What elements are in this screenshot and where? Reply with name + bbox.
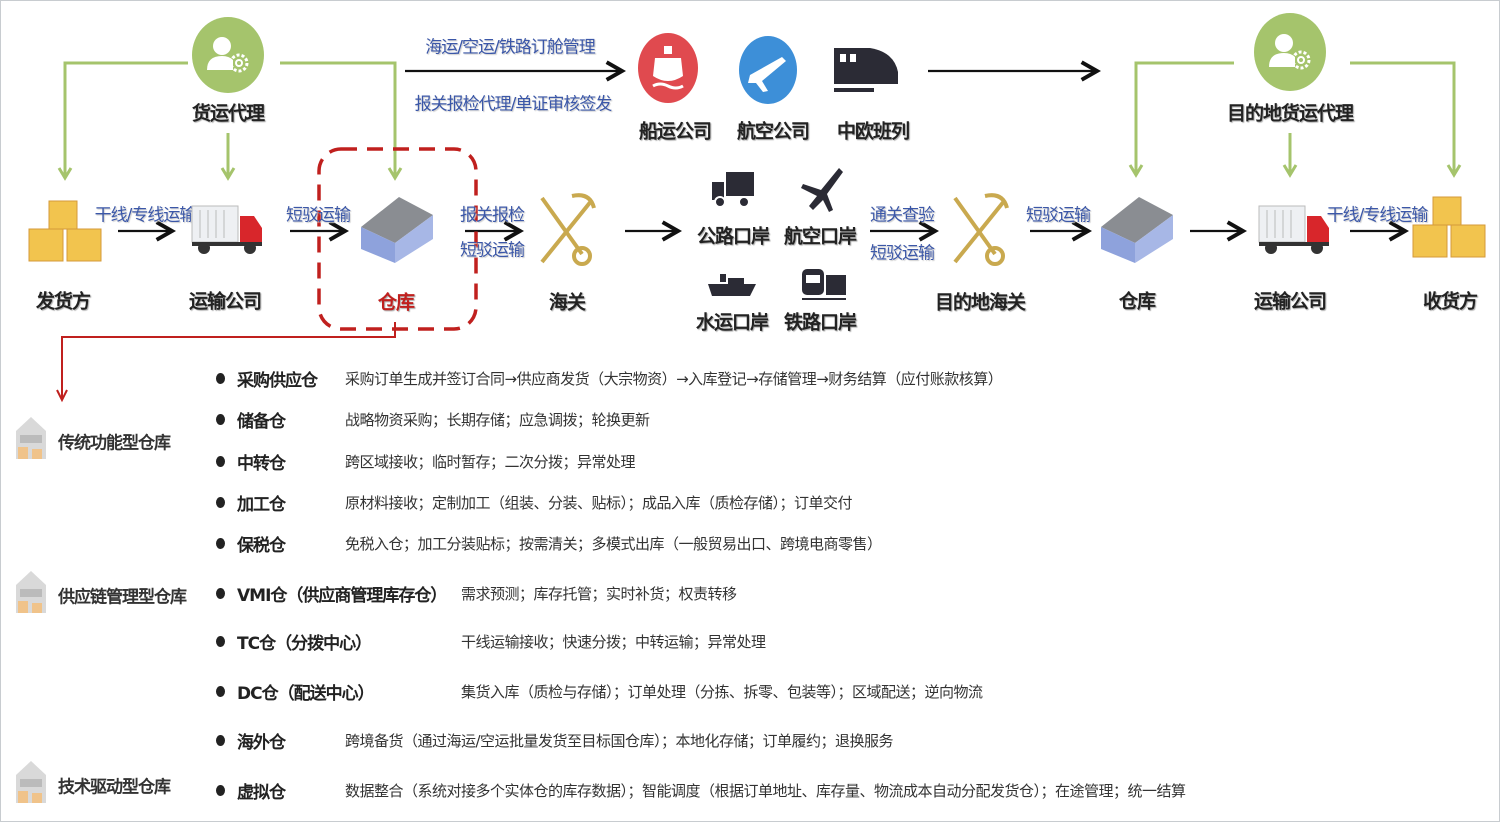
- warehouse-type-desc: 需求预测；库存托管；实时补货；权责转移: [461, 585, 737, 603]
- bullet-icon: [216, 686, 225, 697]
- airline-company-icon: [739, 36, 797, 104]
- short-transport-label-4: 短驳运输: [1026, 205, 1091, 226]
- short-transport-label-2: 短驳运输: [460, 240, 525, 261]
- flow-arrows: [118, 60, 1409, 242]
- port-label-rail: 铁路口岸: [783, 311, 857, 334]
- air-port-icon: [801, 168, 843, 212]
- warehouse-type-desc: 跨境备货（通过海运/空运批量发货至目标国仓库）；本地化存储；订单履约；退换服务: [345, 732, 894, 750]
- short-transport-label-1: 短驳运输: [286, 205, 351, 226]
- trunk-transport-label-1: 干线/专线运输: [94, 205, 197, 226]
- warehouse-list-item: 海外仓 跨境备货（通过海运/空运批量发货至目标国仓库）；本地化存储；订单履约；退换…: [0, 725, 1300, 755]
- warehouse-icon: [361, 197, 433, 263]
- road-port-icon: [712, 172, 754, 208]
- carrier-label-ship: 船运公司: [638, 120, 712, 143]
- warehouse-type-name: TC仓（分拨中心）: [237, 634, 372, 654]
- warehouse-list-item: 加工仓 原材料接收；定制加工（组装、分装、贴标）；成品入库（质检存储）；订单交付: [0, 487, 1300, 517]
- shipper-label: 发货方: [35, 290, 91, 313]
- category-warehouse-icon: [16, 417, 46, 459]
- category-traditional: 传统功能型仓库: [58, 433, 171, 454]
- warehouse-list-item: 储备仓 战略物资采购；长期存储；应急调拨；轮换更新: [0, 404, 1300, 434]
- ship-company-icon: [638, 33, 698, 103]
- dest-customs-label: 目的地海关: [934, 291, 1026, 314]
- warehouse-type-name: 虚拟仓: [237, 783, 286, 803]
- warehouse-highlight-box: [317, 147, 478, 331]
- category-warehouse-icon: [16, 761, 46, 803]
- warehouse-detail-pointer: [61, 322, 396, 398]
- category-tech-driven: 技术驱动型仓库: [58, 777, 171, 798]
- china-europe-train-icon: [834, 48, 898, 92]
- warehouse-label-2: 仓库: [1118, 290, 1156, 313]
- bullet-icon: [216, 538, 225, 549]
- transport-truck-icon: [191, 205, 262, 254]
- warehouse-type-desc: 数据整合（系统对接多个实体仓的库存数据）；智能调度（根据订单地址、库存量、物流成…: [345, 782, 1186, 800]
- warehouse-type-name: DC仓（配送中心）: [237, 684, 375, 704]
- customs-emblem-icon: [540, 193, 596, 266]
- bullet-icon: [216, 735, 225, 746]
- bullet-icon: [216, 588, 225, 599]
- warehouse-type-name: 采购供应仓: [237, 371, 318, 391]
- consignee-boxes-icon: [1412, 196, 1486, 258]
- forwarder-agent-icon: [192, 17, 264, 93]
- warehouse-list-item: VMI仓（供应商管理库存仓） 需求预测；库存托管；实时补货；权责转移: [0, 578, 1300, 608]
- bullet-icon: [216, 373, 225, 384]
- warehouse-list-item: DC仓（配送中心） 集货入库（质检与存储）；订单处理（分拣、拆零、包装等）；区域配…: [0, 676, 1300, 706]
- dest-warehouse-icon: [1101, 197, 1173, 263]
- warehouse-type-name: 储备仓: [237, 412, 286, 432]
- warehouse-type-name: VMI仓（供应商管理库存仓）: [237, 586, 447, 606]
- category-supply-chain: 供应链管理型仓库: [58, 587, 187, 608]
- forwarder-label: 货运代理: [191, 102, 265, 125]
- consignee-label: 收货方: [1422, 290, 1478, 313]
- warehouse-type-desc: 免税入仓；加工分装贴标；按需清关；多模式出库（一般贸易出口、跨境电商零售）: [345, 535, 882, 553]
- bullet-icon: [216, 497, 225, 508]
- warehouse-type-name: 海外仓: [237, 733, 286, 753]
- forwarder-green-lines: [57, 61, 1462, 181]
- bullet-icon: [216, 456, 225, 467]
- warehouse-type-desc: 集货入库（质检与存储）；订单处理（分拣、拆零、包装等）；区域配送；逆向物流: [461, 683, 983, 701]
- category-warehouse-icon: [16, 571, 46, 613]
- bullet-icon: [216, 785, 225, 796]
- warehouse-type-desc: 战略物资采购；长期存储；应急调拨；轮换更新: [345, 411, 650, 429]
- customs-label: 海关: [548, 291, 586, 314]
- trunk-transport-label-2: 干线/专线运输: [1326, 205, 1429, 226]
- carrier-label-air: 航空公司: [736, 120, 810, 143]
- transport-company-label-2: 运输公司: [1253, 290, 1327, 313]
- warehouse-type-desc: 采购订单生成并签订合同→供应商发货（大宗物资）→入库登记→存储管理→财务结算（应…: [345, 370, 1003, 388]
- port-label-road: 公路口岸: [696, 225, 770, 248]
- warehouse-type-desc: 原材料接收；定制加工（组装、分装、贴标）；成品入库（质检存储）；订单交付: [345, 494, 853, 512]
- warehouse-label-1: 仓库: [377, 291, 415, 314]
- bullet-icon: [216, 636, 225, 647]
- water-port-icon: [708, 274, 756, 296]
- warehouse-list-item: TC仓（分拨中心） 干线运输接收；快速分拨；中转运输；异常处理: [0, 626, 1300, 656]
- declare-label: 报关报检: [460, 205, 525, 226]
- warehouse-list-item: 虚拟仓 数据整合（系统对接多个实体仓的库存数据）；智能调度（根据订单地址、库存量、…: [0, 775, 1300, 805]
- warehouse-list-item: 中转仓 跨区域接收；临时暂存；二次分拨；异常处理: [0, 446, 1300, 476]
- dest-forwarder-agent-icon: [1254, 13, 1326, 91]
- carrier-label-train: 中欧班列: [836, 120, 910, 143]
- transport-company-label-1: 运输公司: [188, 290, 262, 313]
- customs-agent-label: 报关报检代理/单证审核签发: [414, 94, 613, 115]
- short-transport-label-3: 短驳运输: [870, 243, 935, 264]
- warehouse-list-item: 保税仓 免税入仓；加工分装贴标；按需清关；多模式出库（一般贸易出口、跨境电商零售）: [0, 528, 1300, 558]
- booking-label: 海运/空运/铁路订舱管理: [425, 37, 595, 58]
- port-label-air: 航空口岸: [783, 225, 857, 248]
- warehouse-type-desc: 跨区域接收；临时暂存；二次分拨；异常处理: [345, 453, 636, 471]
- warehouse-type-name: 保税仓: [237, 536, 286, 556]
- rail-port-icon: [802, 269, 846, 300]
- port-label-water: 水运口岸: [695, 311, 769, 334]
- dest-customs-emblem-icon: [953, 193, 1009, 266]
- inspection-label: 通关查验: [870, 205, 935, 226]
- bullet-icon: [216, 414, 225, 425]
- warehouse-list-item: 采购供应仓 采购订单生成并签订合同→供应商发货（大宗物资）→入库登记→存储管理→财…: [0, 363, 1300, 393]
- shipper-boxes-icon: [28, 200, 102, 262]
- warehouse-type-name: 加工仓: [237, 495, 286, 515]
- warehouse-type-desc: 干线运输接收；快速分拨；中转运输；异常处理: [461, 633, 766, 651]
- warehouse-type-name: 中转仓: [237, 454, 286, 474]
- dest-forwarder-label: 目的地货运代理: [1226, 102, 1354, 125]
- dest-transport-truck-icon: [1258, 205, 1329, 254]
